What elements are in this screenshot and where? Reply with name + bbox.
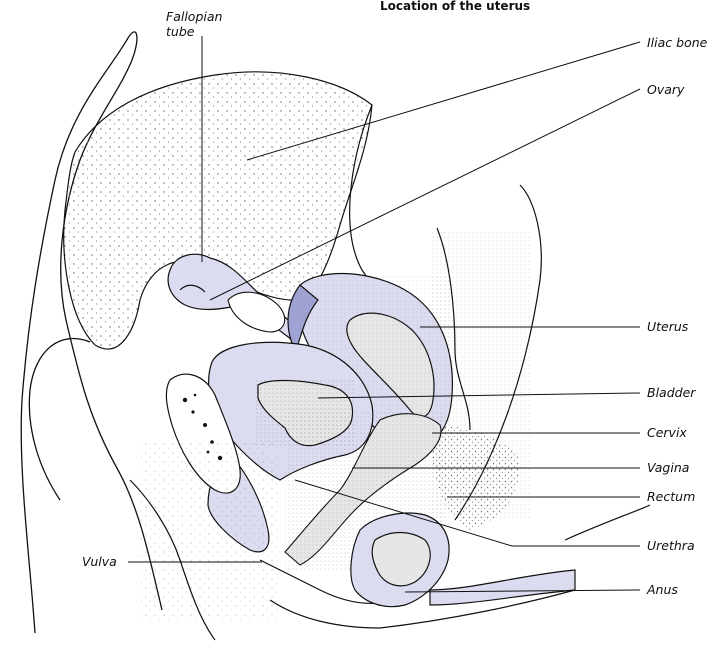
label-uterus: Uterus (647, 320, 688, 334)
label-rectum: Rectum (647, 490, 695, 504)
label-anus: Anus (647, 583, 678, 597)
label-fallopian-tube-line2: tube (166, 25, 194, 39)
diagram-title: Location of the uterus (380, 0, 530, 13)
label-cervix: Cervix (647, 426, 687, 440)
label-bladder: Bladder (647, 386, 695, 400)
anus-rectum-shape (351, 513, 575, 606)
label-vulva: Vulva (82, 555, 117, 569)
label-urethra: Urethra (647, 539, 695, 553)
label-iliac-bone: Iliac bone (647, 36, 707, 50)
label-ovary: Ovary (647, 83, 684, 97)
label-fallopian-tube-line1: Fallopian (166, 10, 222, 24)
label-vagina: Vagina (647, 461, 689, 475)
